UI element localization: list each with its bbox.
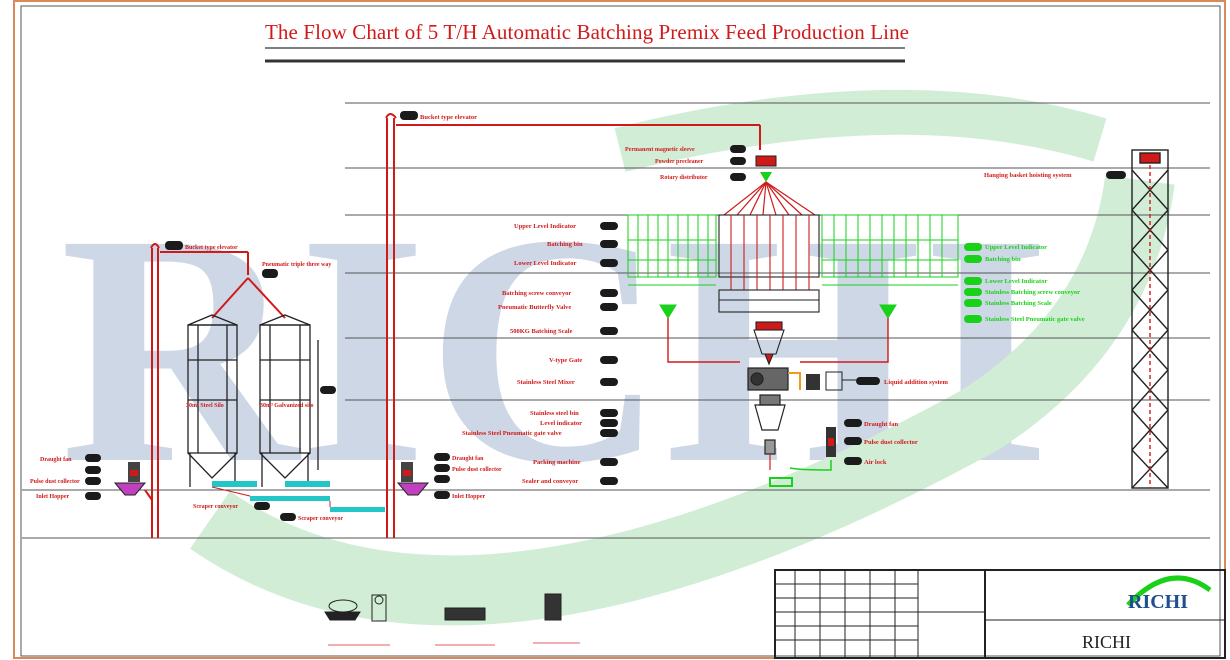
tag-bucket-elevator-left: Bucket type elevator (165, 241, 238, 251)
richi-logo: RICHI (1126, 575, 1212, 613)
label-batching-bin-right: Batching bin (985, 256, 1021, 263)
label-inlet-left: Inlet Hopper (36, 494, 70, 500)
label-batching-bin-left: Batching bin (547, 241, 583, 248)
svg-text:Bucket type elevator: Bucket type elevator (185, 245, 238, 251)
central-batching-bins (718, 214, 820, 366)
bucket-elevator-main (385, 113, 761, 538)
label-batching-scale: 500KG Batching Scale (510, 328, 573, 335)
label-inlet-mid: Inlet Hopper (452, 494, 486, 500)
label-butterfly-valve: Pneumatic Butterfly Valve (498, 304, 571, 311)
label-rotary-distributor: Rotary distributor (660, 175, 708, 181)
svg-text:Pneumatic triple three way: Pneumatic triple three way (262, 262, 331, 268)
label-draught-fan-mid: Draught fan (452, 456, 484, 462)
intake-station-mid (396, 462, 430, 496)
label-vtype-gate: V-type Gate (549, 357, 582, 364)
svg-text:Bucket type elevator: Bucket type elevator (420, 114, 477, 121)
svg-text:Scraper conveyor: Scraper conveyor (193, 504, 238, 510)
svg-text:Pulse dust collector: Pulse dust collector (864, 439, 918, 446)
label-batching-screw-left: Batching screw conveyor (502, 290, 571, 297)
tag-scraper-a: Scraper conveyor (193, 502, 270, 510)
label-pulse-left: Pulse dust collector (30, 479, 80, 485)
watermark: RICHI (60, 89, 1175, 626)
label-hanging-basket: Hanging basket hoisting system (984, 172, 1072, 179)
silo-b (259, 314, 319, 487)
mixer-assembly (747, 367, 801, 487)
label-ss-scale-right: Stainless Batching Scale (985, 300, 1052, 307)
watermark-text: RICHI (60, 167, 1050, 532)
label-ss-bin: Stainless steel bin (530, 410, 579, 417)
label-ss-gate-valve: Stainless Steel Pneumatic gate valve (462, 430, 562, 437)
silo-a (187, 314, 238, 487)
label-silo-b: 30m³ Galvanized silo (260, 403, 313, 409)
label-level-indicator: Level indicator (540, 420, 582, 427)
svg-text:Air lock: Air lock (864, 459, 887, 466)
batching-pipes (667, 318, 889, 363)
page-title: The Flow Chart of 5 T/H Automatic Batchi… (265, 20, 910, 44)
label-mixer: Stainless Steel Mixer (517, 379, 575, 386)
green-bins-right (821, 214, 959, 319)
tag-scraper-b: Scraper conveyor (280, 513, 343, 522)
dust-system: Draught fan Pulse dust collector Air loc… (789, 419, 918, 471)
label-lower-level-left: Lower Level Indicator (514, 260, 576, 267)
label-upper-level-left: Upper Level Indicator (514, 223, 576, 230)
label-ss-screw-right: Stainless Batching screw conveyor (985, 289, 1080, 296)
svg-text:Scraper conveyor: Scraper conveyor (298, 516, 343, 522)
label-powder-cleaner: Powder precleaner (655, 159, 704, 165)
svg-text:Liquid addition system: Liquid addition system (884, 379, 949, 386)
label-lower-level-right: Lower Level Indicator (985, 278, 1047, 285)
inner-border (20, 5, 1221, 657)
svg-text:Draught fan: Draught fan (864, 421, 899, 428)
drawing-border (13, 0, 1226, 659)
label-magnetic-sleeve: Permanent magnetic sleeve (625, 147, 695, 153)
bucket-elevator-left (150, 243, 286, 538)
svg-text:RICHI: RICHI (1128, 591, 1188, 613)
label-packing-machine: Packing machine (533, 459, 581, 466)
intake-station-left (113, 462, 153, 501)
label-ss-gate-right: Stainless Steel Pneumatic gate valve (985, 316, 1085, 323)
label-sealer-conveyor: Sealer and conveyor (522, 478, 578, 485)
hanging-basket-tower (1131, 149, 1169, 489)
tag-bucket-elevator-top: Bucket type elevator (400, 111, 477, 121)
top-distribution (723, 155, 816, 216)
label-upper-level-right: Upper Level Indicator (985, 244, 1047, 251)
title-block (774, 569, 1226, 659)
scraper-conveyors (211, 481, 385, 512)
title-block-company: RICHI (1082, 632, 1131, 652)
label-pulse-mid: Pulse dust collector (452, 467, 502, 473)
green-bins-left (627, 214, 717, 319)
label-silo-a: 30m³ Steel Silo (186, 403, 224, 409)
label-draught-fan-left: Draught fan (40, 457, 72, 463)
tag-pneumatic-three-way: Pneumatic triple three way (262, 262, 331, 278)
liquid-system: Liquid addition system (806, 371, 949, 391)
legend-icons (324, 593, 580, 646)
